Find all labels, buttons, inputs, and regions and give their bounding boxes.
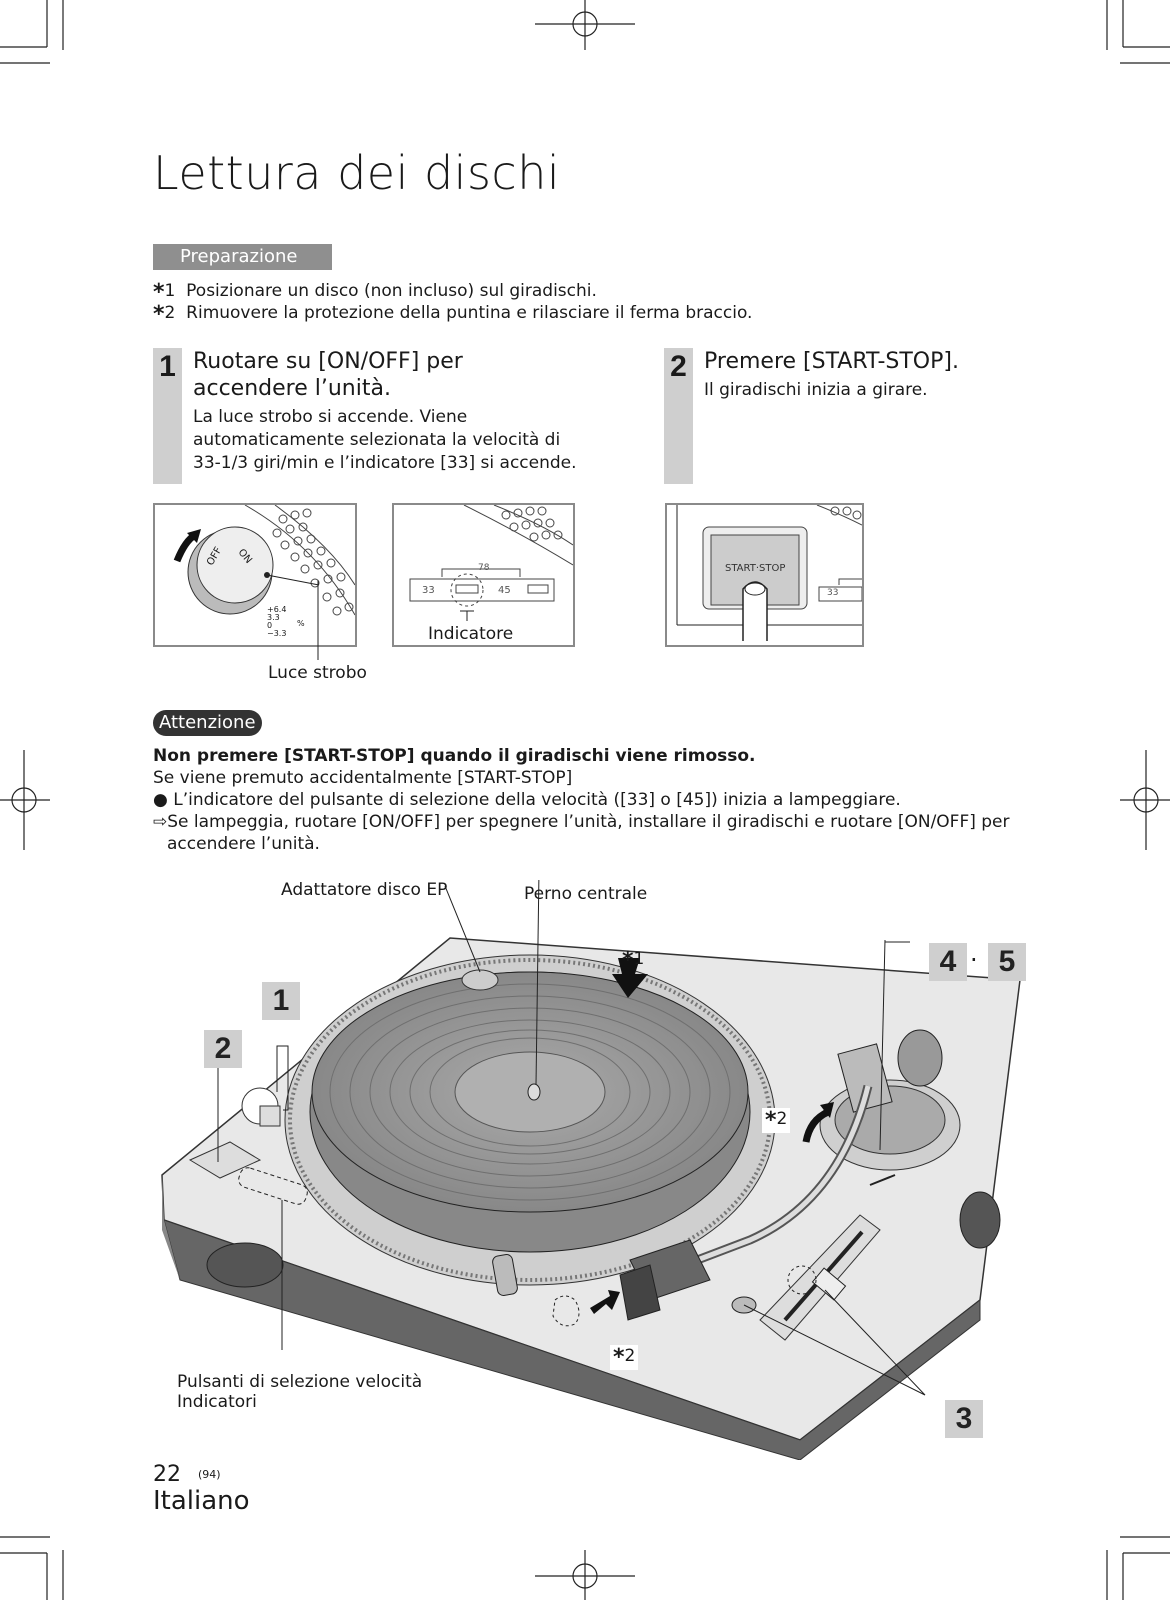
step-2-bar: [664, 348, 693, 484]
step-badge-3: 3: [945, 1400, 983, 1438]
step-2-body: Il giradischi inizia a girare.: [704, 380, 928, 400]
step-1-heading: Ruotare su [ON/OFF] per accendere l’unit…: [193, 348, 463, 402]
start-stop-illustration: [676, 505, 862, 641]
step-1-body-line: 33-1/3 giri/min e l’indicatore [33] si a…: [193, 453, 577, 473]
speed-33-label: 33: [422, 585, 435, 596]
pitch-tick: 3.3: [267, 613, 280, 622]
asterisk-icon: *: [622, 948, 634, 973]
pitch-unit: %: [297, 619, 305, 628]
pitch-tick: −3.3: [267, 629, 287, 638]
step-1-number: 1: [159, 350, 176, 383]
step-1-bar: [153, 348, 182, 484]
preparation-text: Rimuovere la protezione della puntina e …: [186, 303, 753, 323]
attention-arrow-line: accendere l’unità.: [167, 834, 320, 854]
asterisk-icon: *: [153, 302, 165, 327]
step-1-heading-line: accendere l’unità.: [193, 376, 391, 401]
language-label: Italiano: [153, 1486, 250, 1516]
turntable-illustration: [161, 880, 1021, 1460]
page-number: 22: [153, 1462, 181, 1487]
step-2-heading: Premere [START-STOP].: [704, 349, 959, 374]
attention-bold-line: Non premere [START-STOP] quando il girad…: [153, 746, 756, 766]
speed-buttons-label: Pulsanti di selezione velocità Indicator…: [177, 1372, 422, 1412]
preparation-line-2: *2 Rimuovere la protezione della puntina…: [153, 302, 752, 327]
pitch-scale: +6.4 3.3 0 −3.3: [267, 606, 286, 638]
step-badge-5: 5: [988, 943, 1026, 981]
step-1-body-line: La luce strobo si accende. Viene: [193, 407, 468, 427]
footnote-mark: 1: [164, 281, 176, 301]
start-stop-button-label: START·STOP: [725, 563, 786, 574]
asterisk-icon: *: [153, 280, 165, 305]
step-2-number: 2: [670, 350, 687, 383]
pitch-tick: +6.4: [267, 605, 287, 614]
preparation-text: Posizionare un disco (non incluso) sul g…: [186, 281, 597, 301]
speed-33-small-label: 33: [827, 588, 839, 598]
speed-panel-illustration: [409, 505, 573, 621]
ep-adapter-label: Adattatore disco EP: [281, 880, 448, 900]
preparation-tag: Preparazione: [153, 244, 332, 270]
page-number-small: (94): [198, 1468, 221, 1481]
footnote-mark: 2: [776, 1109, 788, 1129]
footnote-2-marker: *2: [610, 1345, 639, 1370]
step-badge-2: 2: [204, 1030, 242, 1068]
page-title: Lettura dei dischi: [153, 146, 561, 200]
step-badge-separator: ·: [970, 946, 978, 974]
speed-buttons-label-line: Pulsanti di selezione velocità: [177, 1372, 423, 1392]
speed-78-label: 78: [478, 563, 490, 573]
indicator-label: Indicatore: [428, 624, 514, 644]
strobe-leader-line: [317, 580, 319, 660]
figure-speed-indicator: 33 45 78 Indicatore: [392, 503, 575, 647]
footnote-mark: 2: [624, 1346, 636, 1366]
footnote-mark: 1: [633, 949, 645, 969]
step-badge-4: 4: [929, 943, 967, 981]
step-1-body: La luce strobo si accende. Viene automat…: [193, 406, 577, 475]
strobe-label: Luce strobo: [268, 663, 367, 683]
figure-power-dial: OFF ON +6.4 3.3 0 −3.3 %: [153, 503, 357, 647]
power-dial-illustration: [173, 505, 355, 616]
footnote-1-marker: *1: [622, 948, 644, 973]
attention-arrow-line: ⇨Se lampeggia, ruotare [ON/OFF] per speg…: [153, 812, 1010, 832]
speed-45-label: 45: [498, 585, 511, 596]
asterisk-icon: *: [765, 1108, 777, 1133]
step-1-heading-line: Ruotare su [ON/OFF] per: [193, 349, 463, 374]
indicators-label-line: Indicatori: [177, 1392, 257, 1412]
attention-line: Se viene premuto accidentalmente [START-…: [153, 768, 573, 788]
preparation-line-1: *1 Posizionare un disco (non incluso) su…: [153, 280, 597, 305]
center-spindle-label: Perno centrale: [524, 884, 648, 904]
attention-tag: Attenzione: [153, 710, 262, 736]
footnote-mark: 2: [164, 303, 176, 323]
step-1-body-line: automaticamente selezionata la velocità …: [193, 430, 561, 450]
pitch-tick: 0: [267, 621, 273, 630]
figure-start-stop: START·STOP 33: [665, 503, 864, 647]
attention-bullet: ● L’indicatore del pulsante di selezione…: [153, 790, 901, 810]
footnote-2-marker: *2: [762, 1108, 791, 1133]
asterisk-icon: *: [613, 1345, 625, 1370]
step-badge-1: 1: [262, 982, 300, 1020]
